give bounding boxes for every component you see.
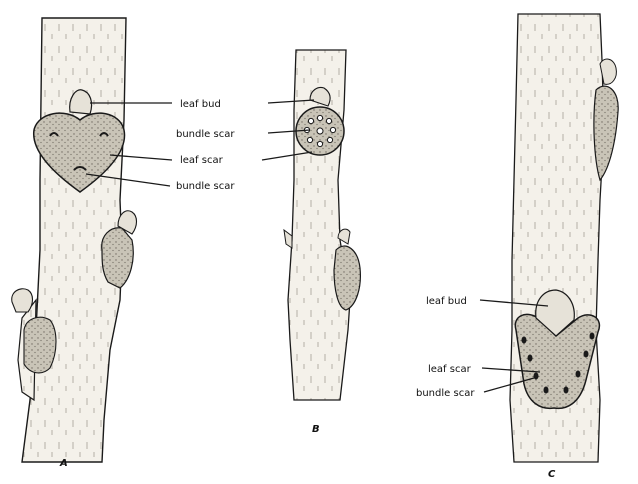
label-leaf-scar-c: leaf scar: [428, 364, 472, 375]
twig-a: A: [11, 17, 138, 469]
leader-bundle-scar-c: [483, 377, 535, 393]
figure-c-letter: C: [548, 469, 556, 479]
labels-ab: leaf bud bundle scar leaf scar bundle sc…: [85, 99, 315, 192]
leader-leaf-scar-c: [481, 367, 541, 373]
twig-a-branch-scar: [23, 316, 57, 374]
figure-a-letter: A: [59, 458, 68, 469]
leader-leaf-scar-b: [261, 151, 313, 161]
twig-b-top-bud: [309, 86, 331, 107]
twig-b-bundle-scar-ring: [303, 114, 337, 148]
twig-b-lateral-bud: [337, 228, 351, 245]
twig-a-leaf-bud: [69, 89, 93, 115]
label-leaf-bud-c: leaf bud: [426, 296, 467, 307]
leader-leaf-bud-b: [267, 99, 315, 104]
leader-leaf-bud-c: [479, 299, 549, 307]
label-bundle-scar-a: bundle scar: [176, 181, 235, 192]
leader-bundle-scar-a: [85, 173, 171, 187]
twig-a-bundle-scar-bottom: [73, 166, 87, 171]
label-bundle-scar-c: bundle scar: [416, 388, 475, 399]
twig-a-lower-scar: [101, 227, 134, 289]
figure-b-letter: B: [312, 424, 320, 435]
twig-c-upper-scar: [593, 85, 619, 182]
twig-c-leaf-bud: [535, 289, 575, 337]
twig-c-leaf-scar: [514, 313, 601, 410]
labels-c: leaf bud leaf scar bundle scar: [416, 296, 549, 399]
leader-leaf-scar-a: [109, 154, 173, 161]
twig-a-bundle-scar-right: [99, 132, 109, 137]
twig-b: B: [283, 49, 361, 435]
twig-b-left-stub: [283, 228, 293, 249]
label-bundle-scar-b: bundle scar: [176, 129, 235, 140]
twig-b-lateral-scar: [333, 245, 361, 311]
label-leaf-scar-ab: leaf scar: [180, 155, 224, 166]
twig-c-upper-bud: [599, 58, 617, 85]
leader-bundle-scar-b: [267, 129, 311, 134]
twig-a-bundle-scar-left: [49, 132, 59, 137]
twig-a-branch-bud: [11, 288, 34, 313]
twig-a-lower-bud: [117, 210, 138, 235]
twig-c: C: [509, 13, 619, 480]
twig-c-bundle-scars: [521, 332, 595, 394]
label-leaf-bud-ab: leaf bud: [180, 99, 221, 110]
